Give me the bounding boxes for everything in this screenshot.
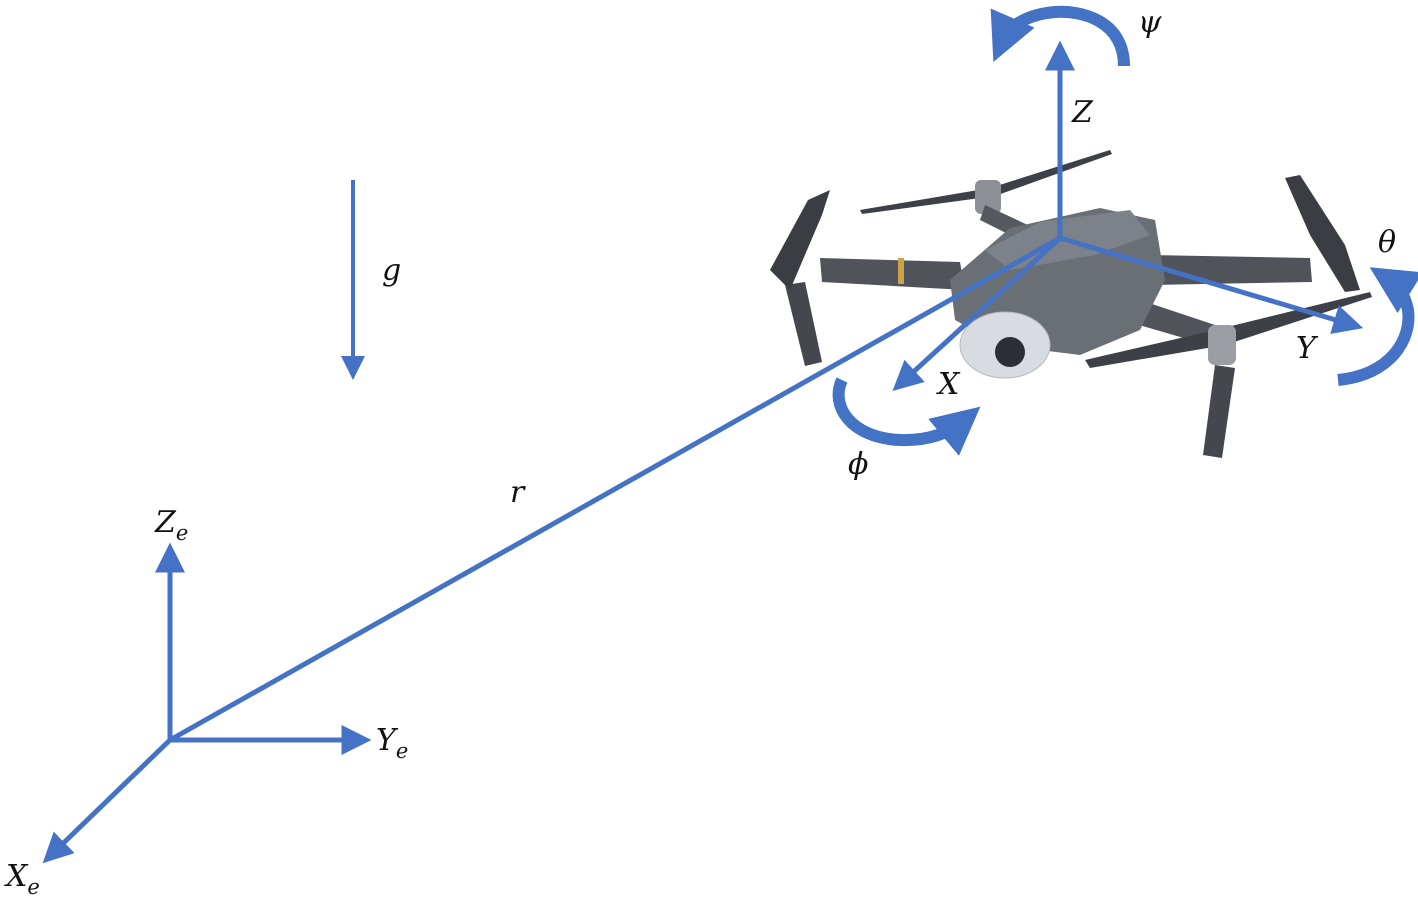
earth-x-axis (42, 737, 173, 864)
motor (1208, 325, 1236, 365)
propeller (1285, 175, 1360, 292)
yaw-rotation-arrow (990, 5, 1130, 67)
gravity-label: g (382, 253, 401, 288)
earth-y-label: Ye (376, 723, 408, 763)
yaw-label: ψ (1138, 5, 1162, 40)
pitch-rotation-arrow (1337, 267, 1418, 386)
body-y-axis (1059, 235, 1364, 334)
earth-x-label: Xe (4, 859, 40, 899)
earth-frame (42, 542, 372, 864)
landing-leg (785, 282, 822, 366)
camera-lens (995, 337, 1025, 367)
position-vector-r (168, 235, 1062, 743)
landing-leg (1203, 365, 1235, 458)
body-frame (892, 40, 1364, 392)
motor (975, 180, 1001, 214)
propeller (770, 190, 830, 290)
roll-label: ϕ (848, 447, 868, 482)
accent-stripe (898, 258, 904, 284)
drone-illustration (770, 150, 1372, 458)
arm (820, 258, 965, 290)
body-x-label: X (936, 367, 961, 402)
earth-z-label: Ze (154, 505, 188, 545)
roll-rotation-arrow (832, 377, 981, 456)
body-x-axis (892, 236, 1062, 392)
propeller (860, 150, 1112, 214)
position-vector-label: r (510, 475, 526, 510)
body-y-label: Y (1296, 331, 1319, 366)
body-z-label: Z (1071, 95, 1094, 130)
pitch-label: θ (1378, 225, 1396, 260)
